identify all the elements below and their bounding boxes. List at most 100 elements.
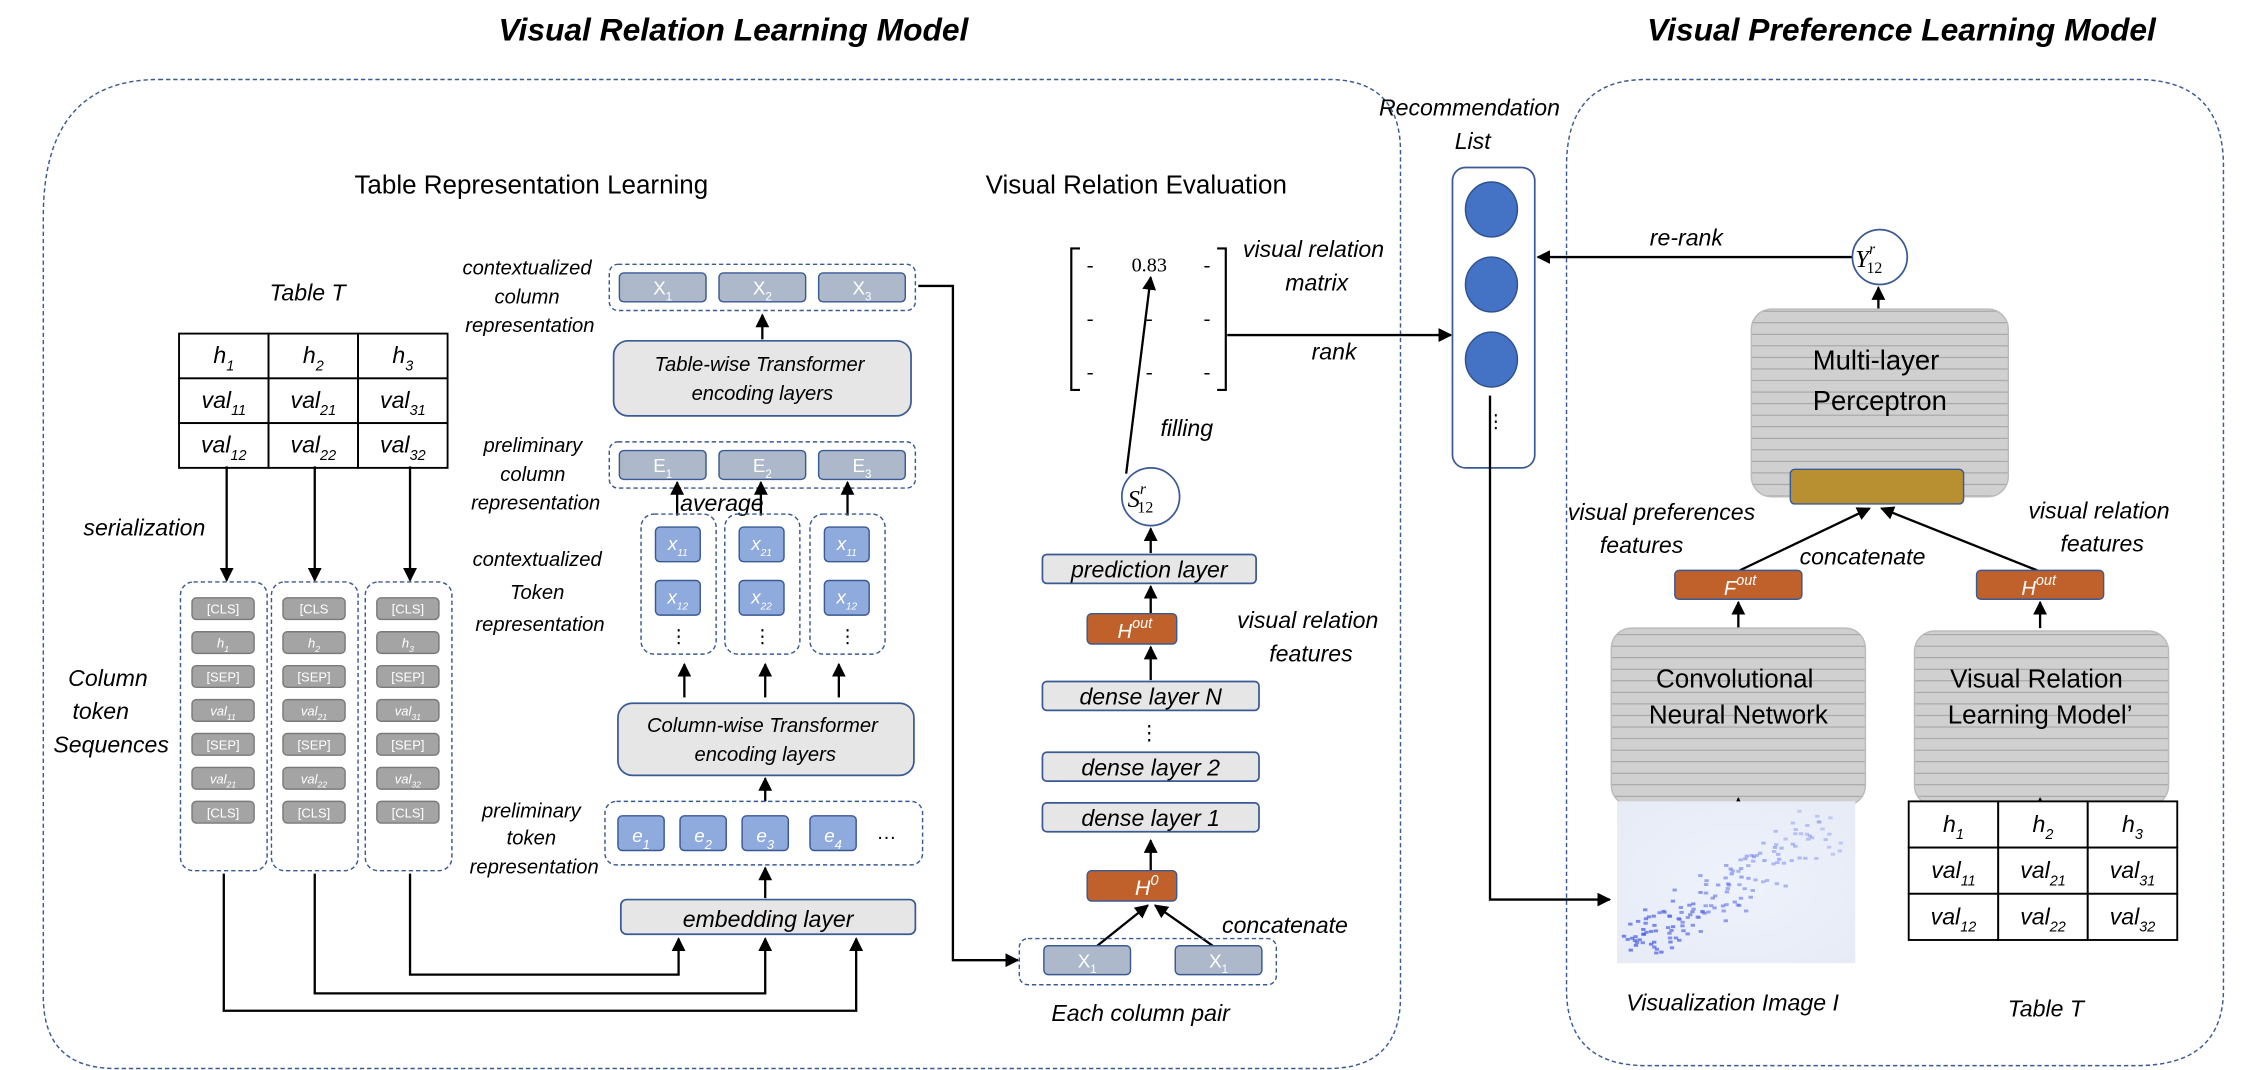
scatter-point: [1743, 909, 1749, 913]
rec-list-item[interactable]: [1464, 256, 1519, 313]
scatter-point: [1815, 814, 1820, 818]
prediction-layer-label: prediction layer: [1070, 557, 1229, 583]
scatter-point: [1730, 869, 1735, 873]
ctx-token-chip: [654, 526, 701, 563]
scatter-point: [1789, 859, 1794, 863]
column-rep-label: X1: [653, 278, 672, 304]
matrix-left-bracket: [1070, 247, 1080, 391]
ctx-token-label: x11: [667, 533, 688, 559]
pair-column-chip: [1174, 945, 1263, 976]
scatter-point: [1797, 856, 1802, 860]
visual-relation-matrix: -0.83-------: [1087, 255, 1211, 384]
column-rep-chip: [817, 449, 906, 481]
token-chip: [191, 800, 255, 824]
scatter-point: [1827, 832, 1832, 836]
token-sequence-group: [270, 581, 359, 872]
table-transformer-box: [612, 339, 912, 417]
scatter-point: [1703, 891, 1709, 895]
column-rep-chip: [618, 449, 707, 481]
token-chip: [282, 664, 346, 689]
matrix-cell: 0.83: [1132, 255, 1167, 277]
scatter-point: [1633, 943, 1639, 947]
ctx-token-label: x12: [667, 587, 689, 613]
table-cell: [2086, 846, 2179, 895]
scatter-point: [1691, 907, 1696, 911]
scatter-point: [1651, 914, 1656, 918]
h-out-label: Hout: [1118, 616, 1154, 643]
scatter-point: [1698, 874, 1703, 878]
scatter-point: [1668, 940, 1673, 944]
prelim-token-rep-label: preliminary token representation: [470, 800, 599, 878]
rank-label: rank: [1312, 339, 1358, 365]
dense-layer-label: dense layer 1: [1081, 805, 1220, 831]
pair-column-label: X1: [1209, 950, 1228, 976]
table-value: val32: [380, 432, 426, 464]
scatter-point: [1793, 844, 1798, 848]
scatter-point: [1641, 928, 1646, 931]
table-transformer-label: Table-wise Transformer encoding layers: [655, 354, 871, 405]
scatter-point: [1804, 832, 1810, 836]
scatter-point: [1633, 935, 1638, 939]
right-table-caption: Table T: [2008, 996, 2086, 1022]
ctx-token-group: [724, 513, 801, 655]
token-label: [SEP]: [391, 670, 424, 685]
prelim-token-chip: [617, 815, 665, 852]
token-sequences: [CLS]h1[SEP]val11[SEP]val21[CLS][CLSh2[S…: [179, 581, 453, 872]
column-rep-chip: [718, 272, 807, 303]
scatter-point: [1773, 843, 1779, 846]
prelim-token-chip: [679, 815, 727, 852]
table-value: val21: [2020, 857, 2066, 889]
token-chip: [282, 800, 346, 824]
ctx-token-rep-label: contextualized Token representation: [473, 549, 608, 636]
scatter-point: [1726, 882, 1731, 886]
token-chip: [282, 597, 346, 621]
scatter-point: [1803, 856, 1808, 860]
concat-arrow-left: [1096, 904, 1149, 947]
vis-image-caption: Visualization Image I: [1626, 990, 1839, 1016]
scatter-point: [1685, 916, 1690, 919]
scatter-point: [1720, 904, 1726, 908]
column-rep-chip: [618, 272, 707, 303]
scatter-point: [1798, 832, 1804, 836]
rec-list-item[interactable]: [1464, 331, 1519, 388]
scatter-point: [1641, 932, 1646, 936]
ctx-token-ellipsis: ⋮: [838, 626, 857, 647]
scatter-point: [1738, 896, 1744, 900]
dense-layer-box: [1041, 680, 1260, 712]
scatter-point: [1632, 939, 1638, 943]
scatter-point: [1653, 929, 1659, 933]
scatter-point: [1764, 879, 1770, 882]
rec-list-item[interactable]: [1464, 181, 1519, 238]
left-table-caption: Table T: [269, 279, 347, 305]
scatter-point: [1700, 909, 1705, 913]
scatter-point: [1651, 940, 1657, 944]
scatter-point: [1648, 930, 1654, 933]
scatter-point: [1654, 947, 1660, 951]
vr-features-label: visual relation features: [1237, 607, 1385, 666]
scatter-point: [1703, 883, 1709, 886]
scatter-point: [1805, 824, 1810, 827]
ctx-token-ellipsis: ⋮: [753, 626, 772, 647]
matrix-cell: -: [1204, 255, 1211, 277]
matrix-cell: -: [1087, 255, 1094, 277]
scatter-point: [1667, 936, 1673, 940]
scatter-point: [1771, 850, 1777, 853]
rerank-node: [1851, 228, 1909, 286]
ctx-col-rep-label: contextualized column representation: [462, 257, 597, 337]
column-rep-label: E3: [852, 455, 871, 481]
scatter-point: [1830, 852, 1836, 856]
matrix-cell: -: [1087, 308, 1094, 330]
scatter-point: [1724, 864, 1729, 867]
token-label: h1: [217, 636, 229, 654]
scatter-point: [1814, 856, 1819, 860]
scatter-point: [1643, 917, 1649, 921]
scatter-point: [1723, 876, 1728, 880]
f-out-box: [1674, 569, 1803, 600]
prelim-token-label: e4: [824, 825, 842, 852]
